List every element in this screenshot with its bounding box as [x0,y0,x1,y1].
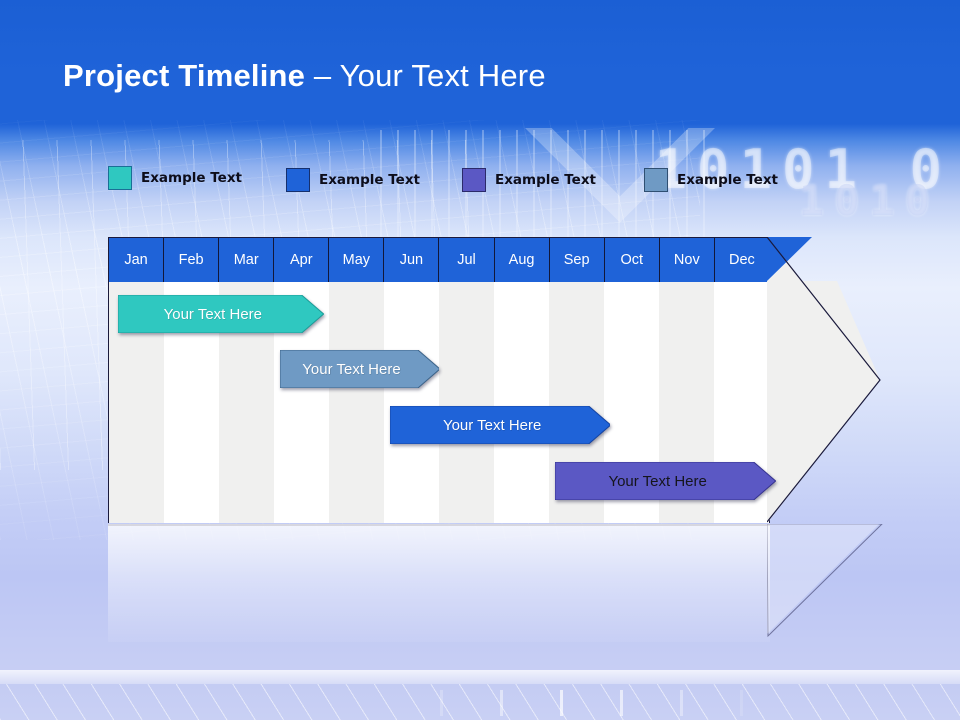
task-bar-arrow-shape [118,295,324,333]
timeline-task-bar[interactable]: Your Text Here [118,295,324,333]
timeline-column-may [329,282,384,523]
task-bar-label: Your Text Here [302,360,401,378]
task-bar-label: Your Text Here [608,472,707,490]
background-glow-band [0,670,960,684]
month-header-sep[interactable]: Sep [549,238,605,282]
task-bar-arrow-shape [555,462,776,500]
timeline-column-jun [384,282,439,523]
legend-item-label: Example Text [495,172,596,188]
background-floor-ticks [380,690,780,716]
title-band: Project Timeline – Your Text Here [0,0,960,124]
legend-swatch-icon [644,168,668,192]
background-binary-digits-row1: 10101 0 [654,138,952,201]
month-header-jan[interactable]: Jan [109,238,165,282]
page-title: Project Timeline – Your Text Here [63,58,546,94]
legend-item[interactable]: Example Text [286,168,420,192]
task-bar-label: Your Text Here [163,305,263,323]
month-header-may[interactable]: May [329,238,385,282]
month-header-dec[interactable]: Dec [714,238,769,282]
legend-item-label: Example Text [319,172,420,188]
legend-item-label: Example Text [141,170,242,186]
legend-swatch-icon [286,168,310,192]
timeline-task-bar[interactable]: Your Text Here [389,406,611,444]
timeline-column-jul [439,282,494,523]
legend-item-label: Example Text [677,172,778,188]
legend-item[interactable]: Example Text [108,166,242,190]
month-header-apr[interactable]: Apr [274,238,330,282]
page-title-rest: Your Text Here [339,58,546,93]
timeline-task-bar[interactable]: Your Text Here [279,350,440,388]
legend-swatch-icon [462,168,486,192]
legend: Example Text Example Text Example Text Exam… [108,166,828,196]
month-header-oct[interactable]: Oct [604,238,660,282]
month-header-jun[interactable]: Jun [384,238,440,282]
task-bar-label: Your Text Here [442,416,542,434]
task-bar-arrow-shape [389,406,611,444]
legend-item[interactable]: Example Text [462,168,596,192]
month-header-feb[interactable]: Feb [164,238,220,282]
page-title-bold: Project Timeline [63,58,306,93]
legend-item[interactable]: Example Text [644,168,778,192]
timeline-column-aug [494,282,549,523]
task-bar-arrow-shape [279,350,440,388]
month-header-aug[interactable]: Aug [494,238,550,282]
legend-swatch-icon [108,166,132,190]
month-header-mar[interactable]: Mar [219,238,275,282]
page-title-separator: – [305,58,340,93]
timeline-task-bar[interactable]: Your Text Here [555,462,776,500]
background-binary-digits-row2: 1010 [798,176,940,225]
month-header-nov[interactable]: Nov [659,238,715,282]
month-header-jul[interactable]: Jul [439,238,495,282]
timeline-arrow-head [767,237,881,523]
